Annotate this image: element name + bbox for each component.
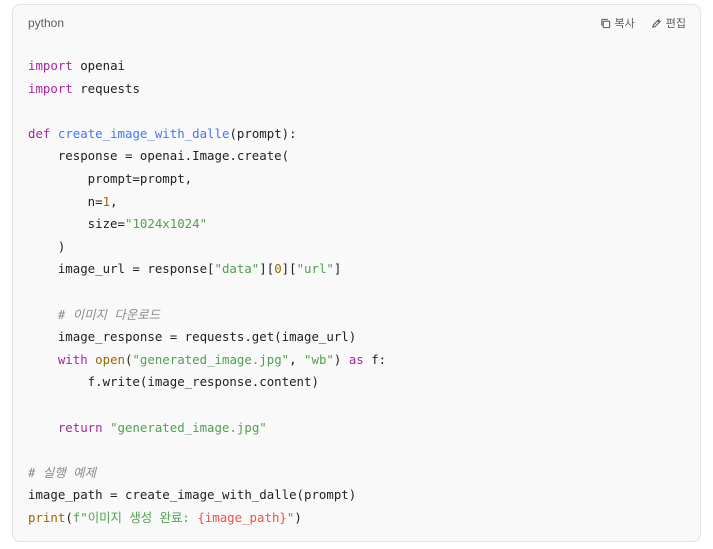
code-line <box>28 439 690 462</box>
language-label: python <box>28 16 65 30</box>
code-line: response = openai.Image.create( <box>28 148 290 164</box>
code-line: image_path = create_image_with_dalle(pro… <box>28 487 357 503</box>
copy-icon <box>600 18 610 28</box>
code-line: size="1024x1024" <box>28 216 208 232</box>
code-line: image_response = requests.get(image_url) <box>28 329 357 345</box>
edit-button[interactable]: 편집 <box>651 15 686 31</box>
header-actions: 복사 편집 <box>600 15 686 31</box>
code-line <box>28 100 690 123</box>
code-line: n=1, <box>28 193 118 209</box>
code-line: ) <box>28 238 66 254</box>
code-line: image_url = response["data"][0]["url"] <box>28 261 342 277</box>
code-line: with open("generated_image.jpg", "wb") a… <box>57 351 387 367</box>
code-line: # 실행 예제 <box>28 464 96 480</box>
copy-button[interactable]: 복사 <box>600 15 635 31</box>
pencil-icon <box>651 18 661 28</box>
code-line: f.write(image_response.content) <box>28 374 319 390</box>
code-line: prompt=prompt, <box>28 170 193 186</box>
code-line: import requests <box>28 80 140 96</box>
code-line: return "generated_image.jpg" <box>57 419 267 435</box>
code-line: print(f"이미지 생성 완료: {image_path}") <box>28 509 302 525</box>
code-block: python 복사 편집 import openai import reques… <box>12 4 701 542</box>
code-line: def create_image_with_dalle(prompt): <box>28 125 297 141</box>
code-line: import openai <box>28 58 125 73</box>
code-line <box>28 394 690 417</box>
copy-label: 복사 <box>614 17 635 30</box>
code-content[interactable]: import openai import requests def create… <box>28 55 690 529</box>
code-line <box>28 281 690 304</box>
edit-label: 편집 <box>665 17 686 30</box>
code-block-header: python 복사 편집 <box>13 5 700 43</box>
code-line: # 이미지 다운로드 <box>57 306 161 322</box>
